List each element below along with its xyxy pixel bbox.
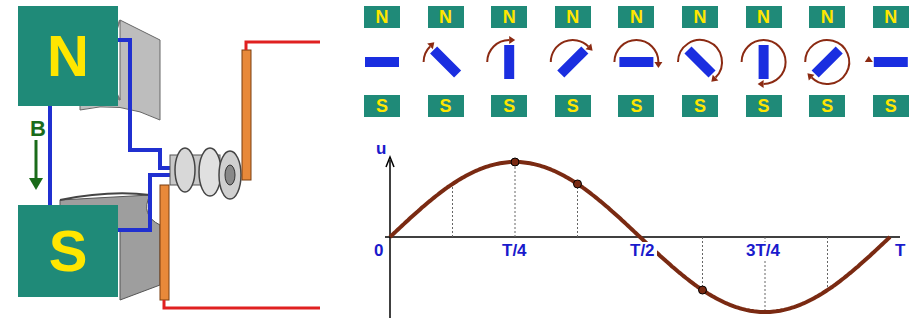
- pole-letter: S: [567, 97, 579, 115]
- brush: [160, 185, 169, 300]
- magnet-pole: N: [18, 6, 118, 106]
- pole-letter: N: [884, 8, 897, 26]
- axis-label: 3T/4: [744, 242, 782, 259]
- pole-face: [60, 193, 150, 200]
- field-label: B: [28, 118, 48, 140]
- slip-rings: [170, 148, 241, 199]
- magnet-pole: S: [873, 95, 909, 117]
- pole-letter: S: [694, 97, 706, 115]
- pole-letter: S: [821, 97, 833, 115]
- pole-letter: S: [440, 97, 452, 115]
- pole-letter: N: [439, 8, 452, 26]
- wire: [246, 42, 320, 50]
- magnet-pole: S: [682, 95, 718, 117]
- magnet-pole: N: [618, 6, 654, 28]
- field-arrow: [29, 178, 43, 190]
- pole-letter: S: [885, 97, 897, 115]
- magnet-pole: S: [18, 205, 118, 297]
- magnet-pole: S: [809, 95, 845, 117]
- pole-letter: N: [376, 8, 389, 26]
- pole-letter: N: [630, 8, 643, 26]
- pole-letter: N: [566, 8, 579, 26]
- magnet-pole: N: [428, 6, 464, 28]
- magnet-pole: S: [746, 95, 782, 117]
- pole-letter: N: [757, 8, 770, 26]
- magnet-pole: S: [491, 95, 527, 117]
- field-arrow: [35, 138, 38, 182]
- pole-letter: N: [503, 8, 516, 26]
- axis-label: T/4: [500, 242, 529, 259]
- axis-label: T/2: [628, 242, 657, 259]
- magnet-pole: N: [364, 6, 400, 28]
- magnet-pole: S: [555, 95, 591, 117]
- sine-graph: [385, 157, 900, 318]
- magnet-pole: N: [491, 6, 527, 28]
- axis-label: 0: [372, 242, 385, 259]
- pole-letter: S: [503, 97, 515, 115]
- magnet-pole: N: [682, 6, 718, 28]
- pole-letter: N: [47, 27, 89, 85]
- magnet-pole: S: [428, 95, 464, 117]
- magnet-pole: N: [873, 6, 909, 28]
- wire: [164, 300, 320, 308]
- axis-label: T: [893, 242, 907, 259]
- axis-label: u: [374, 140, 388, 157]
- pole-letter: S: [49, 222, 88, 280]
- pole-letter: S: [758, 97, 770, 115]
- brush: [242, 50, 251, 180]
- magnet-pole: N: [746, 6, 782, 28]
- magnet-pole: S: [618, 95, 654, 117]
- pole-letter: N: [694, 8, 707, 26]
- pole-letter: N: [821, 8, 834, 26]
- coil-positions: [365, 36, 908, 88]
- magnet-pole: S: [364, 95, 400, 117]
- magnet-pole: N: [809, 6, 845, 28]
- pole-letter: S: [376, 97, 388, 115]
- magnet-pole: N: [555, 6, 591, 28]
- pole-letter: S: [630, 97, 642, 115]
